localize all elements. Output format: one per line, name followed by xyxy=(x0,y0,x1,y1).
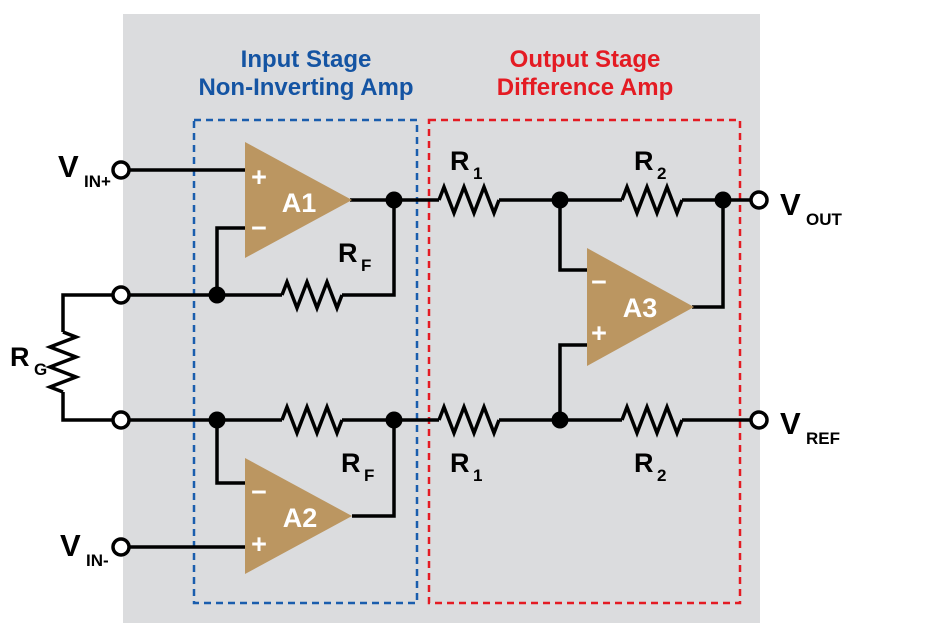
vref-label-sub: REF xyxy=(806,429,840,448)
wire-a3-inverting-input xyxy=(558,200,587,272)
output-stage-heading-line2: Difference Amp xyxy=(497,74,673,101)
wire-a3-noninverting-input xyxy=(558,343,587,420)
r2-top-label: R xyxy=(634,146,654,176)
terminal-vin-minus-circle xyxy=(111,537,131,557)
junction-dot-r1r2-bottom xyxy=(551,411,569,429)
junction-dot-vout-node xyxy=(714,191,732,209)
wire-a3-output xyxy=(692,200,725,309)
resistor-labels: R G R F R F R 1 R 2 R 1 R 2 xyxy=(10,146,666,485)
vin-minus-label-sub: IN- xyxy=(86,551,109,570)
a3-plus-sign: + xyxy=(591,318,607,348)
wire-rg-top xyxy=(61,293,129,332)
junction-dot-r1r2-top xyxy=(551,191,569,209)
junction-dots xyxy=(208,191,732,429)
terminal-vin-plus-circle xyxy=(111,160,131,180)
output-stage-heading: Output Stage Difference Amp xyxy=(497,46,673,101)
input-stage-heading: Input Stage Non-Inverting Amp xyxy=(198,46,413,101)
opamp-a3-triangle xyxy=(587,248,694,366)
a1-minus-sign: − xyxy=(251,213,267,243)
resistor-rf-bottom xyxy=(280,402,344,438)
terminal-vout-circle xyxy=(749,190,769,210)
vin-plus-label-sub: IN+ xyxy=(84,172,111,191)
resistor-r1-top xyxy=(437,182,501,218)
terminal-labels: V IN+ V IN- V OUT V REF xyxy=(58,149,843,570)
input-stage-heading-line1: Input Stage xyxy=(241,46,372,73)
resistor-rg xyxy=(45,330,81,394)
junction-dot-a2-feedback xyxy=(208,411,226,429)
vin-minus-label: V xyxy=(60,528,81,563)
a1-label: A1 xyxy=(282,188,317,218)
vin-plus-label: V xyxy=(58,149,79,184)
input-stage-box xyxy=(192,118,419,605)
wire-a2-inverting-input xyxy=(215,420,245,485)
rf-bottom-label-sub: F xyxy=(364,466,374,485)
output-stage-heading-line1: Output Stage xyxy=(510,46,661,73)
output-stage-box xyxy=(427,118,742,605)
opamp-markings: + − A1 − + A2 − + A3 xyxy=(251,162,657,559)
resistor-rf-top xyxy=(280,277,344,313)
r1-top-label-sub: 1 xyxy=(473,164,482,183)
a3-label: A3 xyxy=(623,293,658,323)
rf-top-label: R xyxy=(338,238,358,268)
a3-minus-sign: − xyxy=(591,267,607,297)
wire-a2-output xyxy=(352,420,396,518)
vref-label: V xyxy=(780,406,801,441)
vout-label-sub: OUT xyxy=(806,210,843,229)
a1-plus-sign: + xyxy=(251,162,267,192)
opamp-a1-triangle xyxy=(245,142,352,258)
r2-bottom-label-sub: 2 xyxy=(657,466,666,485)
junction-dot-a1-feedback xyxy=(208,286,226,304)
wire-rg-bottom xyxy=(61,392,129,422)
junction-dot-a2-output xyxy=(385,411,403,429)
wire-feedback-top-right xyxy=(342,200,396,297)
a2-label: A2 xyxy=(283,503,318,533)
r2-top-label-sub: 2 xyxy=(657,164,666,183)
r1-bottom-label-sub: 1 xyxy=(473,466,482,485)
rf-top-label-sub: F xyxy=(361,256,371,275)
vout-label: V xyxy=(780,187,801,222)
resistor-r2-top xyxy=(620,182,684,218)
terminal-vref-circle xyxy=(749,410,769,430)
terminal-rg-top-circle xyxy=(111,285,131,305)
r1-bottom-label: R xyxy=(450,448,470,478)
terminal-rg-bottom-circle xyxy=(111,410,131,430)
rg-label: R xyxy=(10,342,30,372)
wire-a1-inverting-input xyxy=(215,226,245,295)
resistor-r1-bottom xyxy=(437,402,501,438)
rg-label-sub: G xyxy=(34,360,47,379)
rf-bottom-label: R xyxy=(341,448,361,478)
resistor-r2-bottom xyxy=(620,402,684,438)
r1-top-label: R xyxy=(450,146,470,176)
terminal-circles xyxy=(111,160,769,557)
a2-plus-sign: + xyxy=(251,529,267,559)
input-stage-heading-line2: Non-Inverting Amp xyxy=(198,74,413,101)
a2-minus-sign: − xyxy=(251,477,267,507)
r2-bottom-label: R xyxy=(634,448,654,478)
junction-dot-a1-output xyxy=(385,191,403,209)
opamp-a2-triangle xyxy=(245,458,352,574)
